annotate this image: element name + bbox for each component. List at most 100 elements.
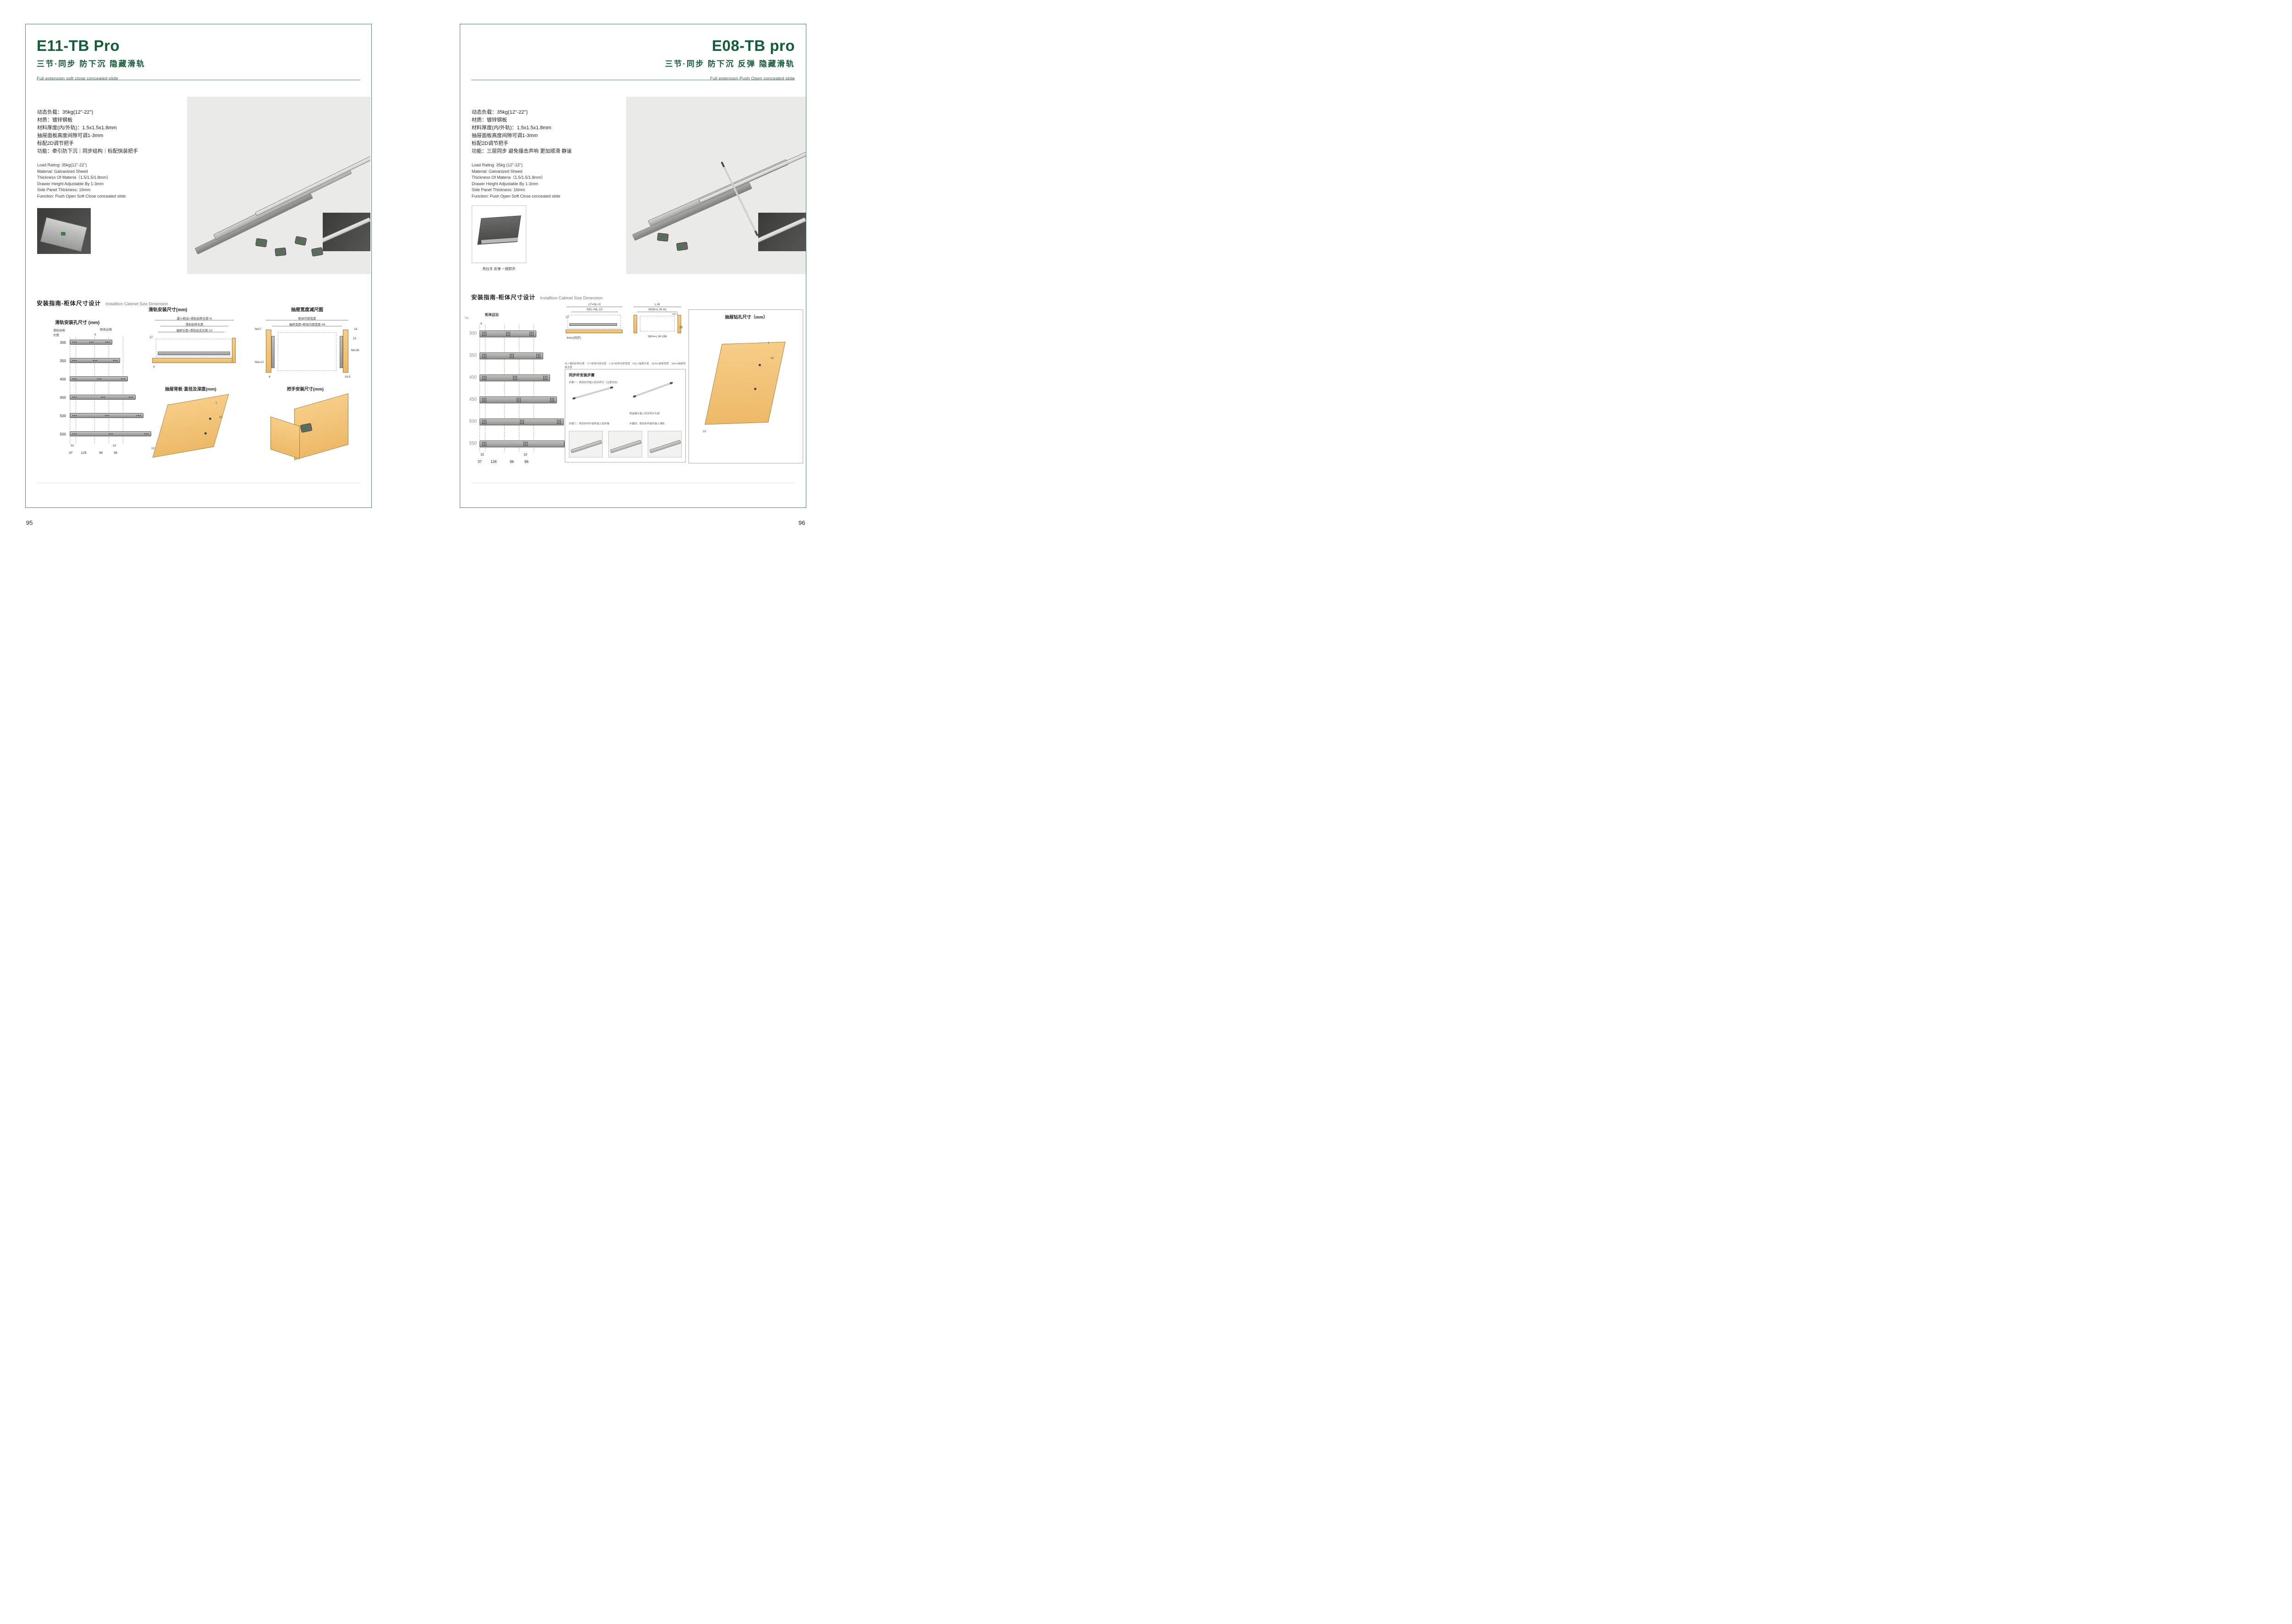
spec-line: Side Panel Thickness: 16mm bbox=[472, 187, 525, 192]
formula-lw: L.W bbox=[655, 303, 660, 306]
specs-chinese: 动态负载：35kg(12"-22") 材质：镀锌钢板 材料厚度(内/外轨)：1.… bbox=[37, 109, 138, 155]
specs-english: Load Rating: 35kg(12"-22") Material: Gal… bbox=[37, 162, 126, 199]
drill-size-panel: 抽屉钻孔尺寸（mm） 7 11 10 bbox=[689, 309, 803, 463]
sync-rod-shape bbox=[633, 381, 673, 398]
cabinet-edge-label: 柜体边沿 bbox=[485, 313, 499, 317]
spec-line: Thickness Of Materia（1.5/1.5/1.8mm） bbox=[37, 175, 111, 180]
sync-step-3: 步骤三：将同步杆针组件插入同步轴 bbox=[569, 423, 610, 425]
product-tagline-en: Full extension Push Open concealed slide bbox=[710, 76, 795, 81]
spec-line: Material: Galvanized Sheed bbox=[37, 169, 88, 174]
drawer-outline bbox=[567, 315, 621, 329]
dim-32: 32 bbox=[113, 444, 116, 447]
dim-min7: Min7 bbox=[255, 328, 262, 331]
hole-cluster bbox=[93, 359, 98, 362]
dim-min36: Min36 bbox=[351, 349, 359, 352]
side-drawing-title: 滑轨安装尺寸(mm) bbox=[149, 308, 187, 313]
product-photo bbox=[626, 97, 806, 274]
hole-cluster bbox=[519, 420, 524, 424]
hole-cluster bbox=[482, 332, 487, 336]
product-photo bbox=[187, 97, 370, 274]
hole-cluster bbox=[105, 341, 110, 343]
dim-4: 4 bbox=[153, 365, 155, 369]
width-drawing: 柜体内部宽度 抽屉宽度=柜体内部宽度-49 Min7 Max12 16 12 M… bbox=[255, 316, 359, 383]
spec-line: 材料厚度(内/外轨)：1.5x1.5x1.8mm bbox=[472, 125, 551, 131]
formula-dkl: DKL=NL-10 bbox=[586, 308, 603, 311]
dim-12: 12 bbox=[353, 337, 357, 340]
dim-10: 10 bbox=[151, 447, 155, 450]
product-tagline-en: Full extension soft close concealed slid… bbox=[37, 76, 118, 81]
rail-length: 300 bbox=[469, 331, 477, 336]
hole-cluster bbox=[72, 414, 77, 417]
dim-guide-line bbox=[94, 337, 95, 443]
spec-line: 功能：三层同步 避免撞击声响 更加顺滑 静谧 bbox=[472, 149, 572, 154]
spec-line: 标配2D调节把手 bbox=[472, 141, 509, 146]
install-title-cn: 安装指南-柜体尺寸设计 bbox=[37, 300, 101, 307]
slide-shape bbox=[570, 440, 602, 453]
install-section-title: 安装指南-柜体尺寸设计 Installtion Cabinet Size Dim… bbox=[37, 298, 168, 307]
dim-4mm-sync: 4mm(同步) bbox=[567, 336, 581, 340]
step-photo bbox=[648, 431, 682, 457]
detail-photo-inset bbox=[758, 213, 806, 251]
step-photo bbox=[608, 431, 642, 457]
cabinet-side-left bbox=[266, 330, 271, 373]
dim-32: 32 bbox=[480, 452, 485, 457]
hole-cluster bbox=[72, 359, 77, 362]
hole-cluster bbox=[72, 341, 77, 343]
slide-outer-rail bbox=[194, 192, 313, 255]
rail-row bbox=[479, 440, 571, 447]
dim-96: 96 bbox=[510, 460, 514, 464]
hole-cluster bbox=[482, 398, 487, 402]
spec-line: Drawer Height Adjustable By 1-3mm bbox=[37, 181, 104, 186]
rail-profile bbox=[158, 352, 230, 355]
dim-25: 25 bbox=[679, 326, 683, 329]
dim-7: 7 bbox=[768, 342, 770, 345]
rail-length: 350 bbox=[469, 353, 477, 358]
detail-photo-inset bbox=[323, 213, 370, 251]
slide-shape bbox=[649, 440, 681, 453]
hole-cluster bbox=[482, 354, 487, 358]
drill-panel-title: 抽屉钻孔尺寸（mm） bbox=[725, 315, 768, 320]
cabinet-side-right bbox=[678, 315, 681, 333]
rail-row bbox=[479, 330, 536, 337]
slide-inner-rail bbox=[255, 152, 370, 216]
side-view-drawing: 最小柜深=滑轨标称长度+8 滑轨标称长度 抽屉长度=滑轨标志长度-10 37 4 bbox=[149, 316, 240, 380]
spec-line: 功能：牵引防下沉｜同步结构｜标配快装把手 bbox=[37, 149, 138, 154]
rail-row bbox=[70, 431, 151, 436]
dim-min-depth: 最小柜深=滑轨标称长度+8 bbox=[176, 317, 212, 320]
drill-hole bbox=[754, 388, 756, 390]
install-title-cn: 安装指南-柜体尺寸设计 bbox=[471, 294, 536, 301]
dim-4: 4 bbox=[269, 375, 270, 379]
hole-cluster bbox=[543, 376, 548, 380]
clip-green-detail bbox=[61, 232, 66, 236]
install-title-en: Installtion Cabinet Size Dimension bbox=[105, 302, 168, 306]
hole-cluster bbox=[144, 433, 149, 435]
install-title-en: Installtion Cabinet Size Dimension bbox=[540, 296, 603, 300]
dim-96: 96 bbox=[524, 460, 529, 464]
rail-length: 300 bbox=[60, 341, 66, 345]
hole-cluster bbox=[482, 442, 487, 446]
hole-cluster bbox=[72, 378, 77, 380]
push-open-photo bbox=[472, 205, 526, 263]
drill-hole bbox=[204, 432, 207, 435]
dim-37: 37 bbox=[478, 460, 482, 464]
hole-cluster bbox=[509, 354, 514, 358]
mounting-clip bbox=[275, 247, 286, 257]
hole-cluster bbox=[96, 378, 102, 380]
depth-diagram: LT=NL+0 DKL=NL-10 37 4mm(同步) bbox=[565, 303, 624, 341]
hole-cluster bbox=[516, 398, 521, 402]
page-e11-tb-pro: E11-TB Pro 三节·同步 防下沉 隐藏滑轨 Full extension… bbox=[25, 24, 372, 508]
sync-step-1: 步骤一：将同步杆插入同步杆针（注意方向） bbox=[569, 381, 620, 384]
rail-length: 450 bbox=[60, 396, 66, 400]
corner-install-photo bbox=[37, 208, 91, 254]
slide-detail-shape bbox=[323, 217, 370, 244]
dim-9: 9 bbox=[480, 322, 482, 325]
spec-line: 材料厚度(内/外轨)：1.5x1.5x1.8mm bbox=[37, 125, 117, 131]
catalog-spread: E11-TB Pro 三节·同步 防下沉 隐藏滑轨 Full extension… bbox=[0, 0, 830, 541]
dim-rail-length: 滑轨标称长度 bbox=[185, 323, 204, 326]
dim-drawer-width: 抽屉宽度=柜体内部宽度-49 bbox=[289, 323, 325, 326]
sync-step-2: 将金属头插入同步杆针头部 bbox=[629, 413, 660, 415]
dim-inner-width: 柜体内部宽度 bbox=[298, 317, 316, 320]
rail-left bbox=[271, 336, 275, 368]
hole-cluster bbox=[72, 433, 77, 435]
width-drawing-title: 抽屉宽度减尺图 bbox=[291, 308, 323, 313]
